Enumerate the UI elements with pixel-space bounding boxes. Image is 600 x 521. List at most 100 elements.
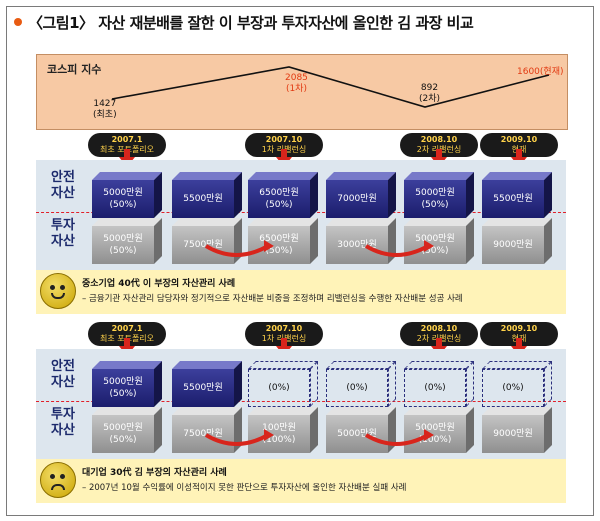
bullet-icon <box>14 18 22 26</box>
invest-asset-block: 5000만원 (50%) <box>92 218 162 264</box>
block-amount: 7500만원 <box>183 429 223 439</box>
block-amount: 9000만원 <box>493 429 533 439</box>
block-face: 5500만원 <box>172 369 234 407</box>
block-amount: 3000만원 <box>337 240 377 250</box>
block-face: (0%) <box>404 369 466 407</box>
note-kim-sub: – 2007년 10월 수익률에 이성적이지 못한 판단으로 투자자산에 올인한… <box>82 483 407 493</box>
safe-asset-block: 7000만원 <box>326 172 396 218</box>
safe-asset-block: 5000만원 (50%) <box>92 361 162 407</box>
invest-asset-block: 9000만원 <box>482 407 552 453</box>
block-face: 7500만원 <box>172 415 234 453</box>
block-amount: 5000만원 <box>415 423 455 433</box>
block-face: 5500만원 <box>172 180 234 218</box>
safe-asset-block: (0%) <box>248 361 318 407</box>
block-face: 9000만원 <box>482 415 544 453</box>
block-face: 5000만원 (50%) <box>92 226 154 264</box>
block-percent: (50%) <box>109 435 137 445</box>
block-amount: 6500만원 <box>259 234 299 244</box>
sad-face-icon <box>40 462 76 498</box>
block-amount: 5000만원 <box>103 188 143 198</box>
invest-asset-block: 7500만원 <box>172 218 242 264</box>
note-kim: 대기업 30代 김 부장의 자산관리 사례 – 2007년 10월 수익률에 이… <box>36 459 566 503</box>
block-percent: (100%) <box>418 435 452 445</box>
block-amount: 7000만원 <box>337 194 377 204</box>
block-amount: 5000만원 <box>103 423 143 433</box>
safe-asset-block: 5500만원 <box>172 172 242 218</box>
safe-asset-block: (0%) <box>404 361 474 407</box>
safe-asset-block: 6500만원(50%) <box>248 172 318 218</box>
block-percent: (0%) <box>268 383 290 393</box>
kospi-point-2: 2085(1차) <box>285 73 308 94</box>
kospi-label: 코스피 지수 <box>47 63 102 76</box>
block-percent: (0%) <box>502 383 524 393</box>
block-percent: (100%) <box>262 435 296 445</box>
invest-asset-block: 5000만원 <box>326 407 396 453</box>
flow-arrows <box>204 240 434 257</box>
divider-line <box>36 401 566 402</box>
safe-asset-block: 5500만원 <box>482 172 552 218</box>
block-amount: 7500만원 <box>183 240 223 250</box>
kospi-point-4: 1600(현재) <box>517 67 564 77</box>
note-lee-sub: – 금융기관 자산관리 담당자와 정기적으로 자산배분 비중을 조정하며 리밸런… <box>82 294 463 304</box>
invest-asset-block: 6500만원 (50%) <box>248 218 318 264</box>
block-face: 7500만원 <box>172 226 234 264</box>
block-amount: 5500만원 <box>493 194 533 204</box>
safe-asset-block: (0%) <box>482 361 552 407</box>
block-face: 5000만원 (50%) <box>404 226 466 264</box>
block-amount: 5000만원 <box>103 234 143 244</box>
block-percent: (50%) <box>109 246 137 256</box>
note-kim-title: 대기업 30代 김 부장의 자산관리 사례 <box>82 468 227 478</box>
block-percent: (0%) <box>346 383 368 393</box>
block-amount: 5000만원 <box>337 429 377 439</box>
block-face: 5500만원 <box>482 180 544 218</box>
kospi-point-1: 1427(최초) <box>93 99 117 120</box>
safe-asset-block: 5000만원(50%) <box>404 172 474 218</box>
safe-asset-block: 5000만원 (50%) <box>92 172 162 218</box>
block-percent: (50%) <box>265 200 293 210</box>
block-amount: 5500만원 <box>183 383 223 393</box>
invest-asset-block: 100만원 (100%) <box>248 407 318 453</box>
block-amount: 100만원 <box>262 423 296 433</box>
block-amount: 5000만원 <box>415 188 455 198</box>
block-face: 5000만원(50%) <box>404 180 466 218</box>
invest-asset-block: 9000만원 <box>482 218 552 264</box>
invest-asset-block: 5000만원 (50%) <box>92 407 162 453</box>
smiling-face-icon <box>40 273 76 309</box>
kospi-point-3: 892(2차) <box>419 83 441 104</box>
block-face: 5000만원 (100%) <box>404 415 466 453</box>
block-amount: 9000만원 <box>493 240 533 250</box>
invest-asset-block: 3000만원 <box>326 218 396 264</box>
block-face: (0%) <box>248 369 310 407</box>
block-percent: (50%) <box>265 246 293 256</box>
block-amount: 5500만원 <box>183 194 223 204</box>
block-percent: (50%) <box>109 200 137 210</box>
note-lee: 중소기업 40代 이 부장의 자산관리 사례 – 금융기관 자산관리 담당자와 … <box>36 270 566 314</box>
block-face: 5000만원 <box>326 415 388 453</box>
block-face: 5000만원 (50%) <box>92 415 154 453</box>
block-percent: (0%) <box>424 383 446 393</box>
block-face: 100만원 (100%) <box>248 415 310 453</box>
block-amount: 5000만원 <box>415 234 455 244</box>
block-amount: 5000만원 <box>103 377 143 387</box>
block-face: 9000만원 <box>482 226 544 264</box>
kospi-chart: 코스피 지수 1427(최초) 2085(1차) 892(2차) 1600(현재… <box>36 54 568 130</box>
safe-asset-block: 5500만원 <box>172 361 242 407</box>
invest-asset-block: 5000만원 (50%) <box>404 218 474 264</box>
block-face: 6500만원 (50%) <box>248 226 310 264</box>
kospi-line <box>111 66 550 108</box>
flow-arrows <box>204 429 434 446</box>
block-face: 5000만원 (50%) <box>92 369 154 407</box>
block-face: 6500만원(50%) <box>248 180 310 218</box>
invest-asset-block: 5000만원 (100%) <box>404 407 474 453</box>
block-face: (0%) <box>482 369 544 407</box>
block-face: (0%) <box>326 369 388 407</box>
block-percent: (50%) <box>109 389 137 399</box>
block-percent: (50%) <box>421 246 449 256</box>
